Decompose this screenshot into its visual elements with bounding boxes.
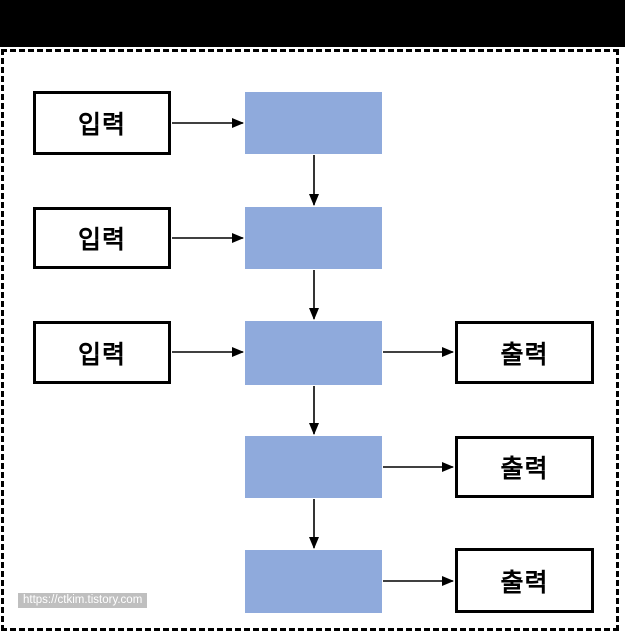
- process-node-5: [245, 550, 382, 613]
- input-box-2: 입력: [33, 207, 171, 269]
- output-box-2: 출력: [455, 436, 594, 498]
- process-node-3: [245, 321, 382, 385]
- top-black-band: [0, 0, 625, 47]
- input-box-1: 입력: [33, 91, 171, 155]
- input-box-2-label: 입력: [77, 226, 126, 254]
- output-box-3-label: 출력: [500, 568, 549, 597]
- input-box-1-label: 입력: [77, 111, 126, 139]
- input-box-3-label: 입력: [77, 340, 126, 369]
- output-box-1: 출력: [455, 321, 594, 384]
- watermark: https://ctkim.tistory.com: [18, 593, 148, 608]
- output-box-3: 출력: [455, 548, 594, 613]
- input-box-3: 입력: [33, 321, 171, 384]
- dashed-frame-border: [1, 49, 619, 631]
- output-box-2-label: 출력: [500, 455, 549, 483]
- process-node-4: [245, 436, 382, 498]
- process-node-2: [245, 207, 382, 269]
- output-box-1-label: 출력: [500, 340, 549, 369]
- process-node-1: [245, 92, 382, 154]
